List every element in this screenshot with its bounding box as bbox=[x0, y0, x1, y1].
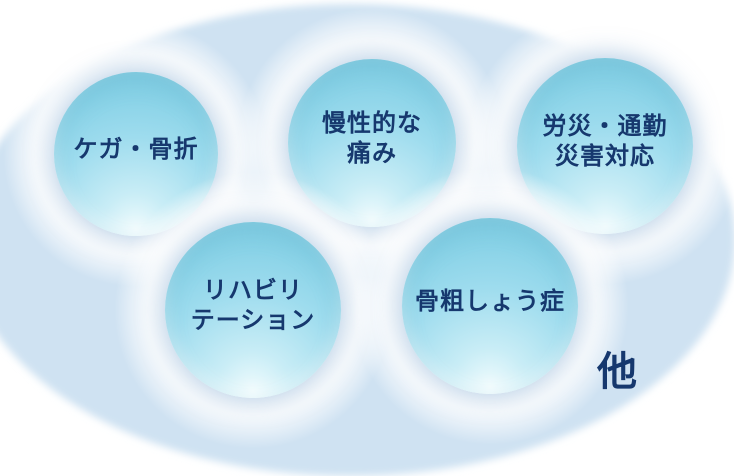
bubble-label: 慢性的な 痛み bbox=[322, 109, 422, 169]
others-label: 他 bbox=[597, 350, 637, 394]
bubble-label-line: テーション bbox=[190, 307, 316, 334]
bubble-injury-fracture: ケガ・骨折 bbox=[54, 72, 218, 236]
bubble-label-line: 災害対応 bbox=[555, 143, 655, 170]
bubble-label-line: 労災・通勤 bbox=[542, 113, 668, 140]
bubble-osteoporosis: 骨粗しょう症 bbox=[402, 218, 578, 394]
bubble-label-line: 慢性的な bbox=[322, 110, 422, 137]
bubble-label-line: 痛み bbox=[347, 140, 397, 167]
bubble-label-line: 骨粗しょう症 bbox=[415, 288, 565, 315]
bubble-label: 労災・通勤 災害対応 bbox=[543, 112, 668, 172]
bubble-label-line: ケガ・骨折 bbox=[73, 136, 199, 163]
bubble-label-line: リハビリ bbox=[203, 277, 303, 304]
bubble-label: 骨粗しょう症 bbox=[415, 287, 565, 317]
bubble-rehabilitation: リハビリ テーション bbox=[165, 222, 341, 398]
bubble-label: ケガ・骨折 bbox=[74, 135, 199, 165]
bubble-label: リハビリ テーション bbox=[191, 276, 316, 336]
